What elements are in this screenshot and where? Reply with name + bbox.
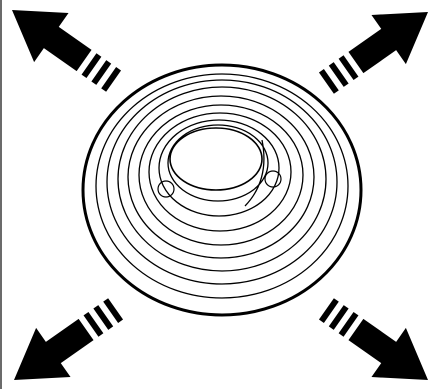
concentric-rings	[83, 65, 361, 315]
right-small-circle	[265, 171, 281, 187]
ring-2	[96, 74, 348, 298]
inner-hole	[170, 128, 262, 190]
left-small-circle	[158, 181, 174, 197]
arrow-down-left-icon	[0, 284, 133, 389]
arrow-up-right-icon	[309, 0, 440, 108]
inner-shadow-curve	[245, 140, 264, 206]
arrow-up-left-icon	[0, 0, 131, 106]
arrow-down-right-icon	[309, 284, 440, 389]
